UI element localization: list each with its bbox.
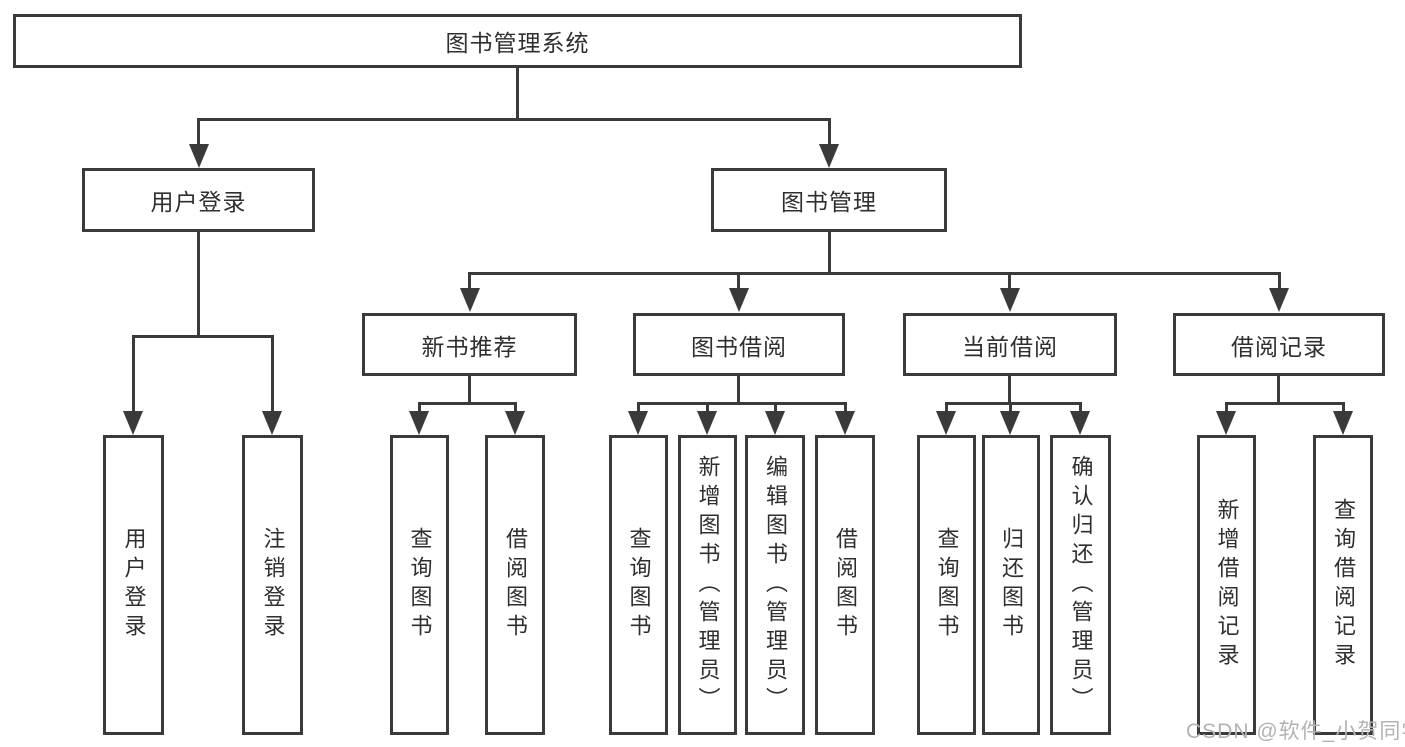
connector-line [1278,272,1281,290]
connector-line [774,402,777,413]
csdn-watermark: CSDN @软件_小贺同学 [1186,720,1405,743]
arrow-down-icon [628,411,648,435]
arrow-down-icon [765,411,785,435]
arrow-down-icon [409,411,429,435]
node-label: 查询借阅记录 [1331,498,1356,672]
connector-line [1277,376,1280,405]
arrow-down-icon [936,411,956,435]
connector-line [468,272,471,290]
connector-line [271,335,274,413]
node-borrow-books-recommend: 借阅图书 [485,435,545,735]
node-label: 图书管理 [781,189,877,215]
node-label: 查询图书 [626,527,652,643]
node-label: 查询图书 [934,527,960,643]
connector-line [516,68,519,120]
connector-line [844,402,847,413]
connector-line [197,118,831,121]
connector-line [1342,402,1345,413]
arrow-down-icon [835,411,855,435]
node-query-borrow-record: 查询借阅记录 [1313,435,1373,735]
node-new-book-recommendation: 新书推荐 [362,313,577,376]
connector-line [637,402,640,413]
connector-line [514,402,517,413]
node-book-management: 图书管理 [711,168,947,232]
node-query-books-current: 查询图书 [917,435,976,735]
connector-line [1009,402,1012,413]
connector-line [737,272,740,290]
arrow-down-icon [1269,288,1289,312]
node-label: 编辑图书（管理员） [763,454,788,716]
node-query-books-recommend: 查询图书 [390,435,449,735]
node-user-login: 用户登录 [82,168,315,232]
connector-line [737,376,740,405]
connector-line [945,402,1082,405]
connector-line [418,402,517,405]
node-label: 新书推荐 [421,333,518,360]
node-label: 图书管理系统 [445,30,590,56]
node-label: 图书借阅 [691,333,787,360]
node-label: 确认归还（管理员） [1068,454,1094,716]
connector-line [468,376,471,405]
arrow-down-icon [189,144,209,168]
node-borrowing-records: 借阅记录 [1173,313,1385,376]
node-label: 用户登录 [121,527,147,643]
connector-line [1008,272,1011,290]
arrow-down-icon [1000,411,1020,435]
node-user-login-leaf: 用户登录 [103,435,164,735]
connector-line [637,402,847,405]
connector-line [418,402,421,413]
node-borrow-books-borrowing: 借阅图书 [815,435,875,735]
node-add-borrow-record: 新增借阅记录 [1197,435,1256,735]
node-add-books-admin: 新增图书（管理员） [678,435,737,735]
node-label: 借阅图书 [503,527,528,643]
arrow-down-icon [262,411,282,435]
arrow-down-icon [697,411,717,435]
node-edit-books-admin: 编辑图书（管理员） [745,435,805,735]
node-label: 当前借阅 [962,333,1058,360]
arrow-down-icon [1333,411,1353,435]
connector-line [706,402,709,413]
arrow-down-icon [123,411,143,435]
node-label: 借阅图书 [833,527,858,643]
arrow-down-icon [729,288,749,312]
connector-line [828,118,831,146]
arrow-down-icon [460,288,480,312]
node-book-borrowing: 图书借阅 [633,313,845,376]
arrow-down-icon [1000,288,1020,312]
connector-line [1225,402,1228,413]
node-label: 借阅记录 [1231,333,1327,360]
node-label: 新增图书（管理员） [695,454,721,716]
arrow-down-icon [819,144,839,168]
node-label: 用户登录 [150,189,247,215]
connector-line [1008,376,1011,405]
connector-line [132,335,274,338]
connector-line [1079,402,1082,413]
arrow-down-icon [505,411,525,435]
node-library-management-system: 图书管理系统 [13,14,1022,68]
node-return-books: 归还图书 [982,435,1040,735]
connector-line [197,232,200,338]
connector-line [945,402,948,413]
arrow-down-icon [1070,411,1090,435]
connector-line [468,272,1281,275]
node-label: 新增借阅记录 [1214,498,1240,672]
connector-line [132,335,135,413]
arrow-down-icon [1216,411,1236,435]
connector-line [828,232,831,275]
connector-line [197,118,200,146]
node-label: 归还图书 [999,527,1024,643]
node-query-books-borrowing: 查询图书 [609,435,668,735]
node-confirm-return-admin: 确认归还（管理员） [1050,435,1111,735]
node-current-borrowing: 当前借阅 [903,313,1117,376]
node-label: 查询图书 [407,527,433,643]
connector-line [1225,402,1345,405]
node-logout: 注销登录 [242,435,303,735]
node-label: 注销登录 [260,527,286,643]
